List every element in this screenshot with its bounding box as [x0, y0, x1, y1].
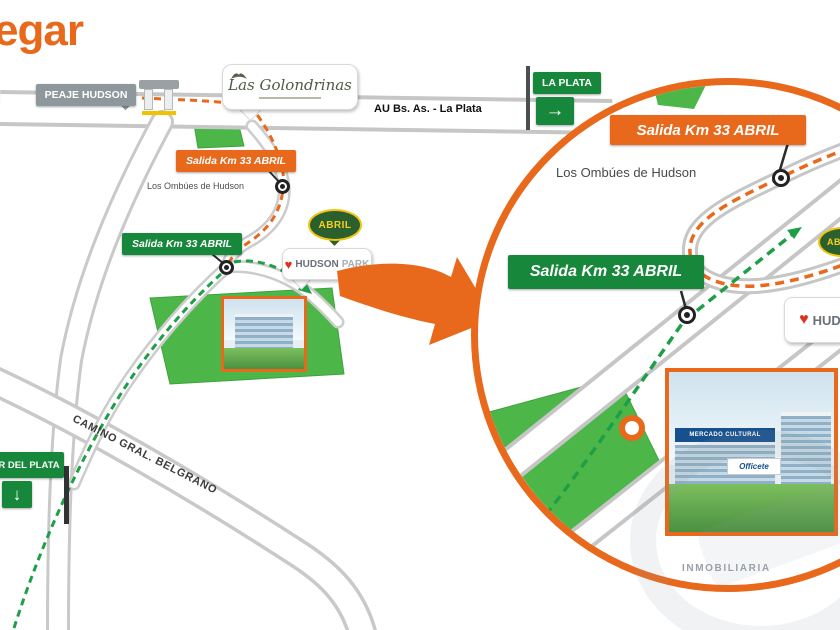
hudson-park-sign: ♥ HUDSON PARK — [282, 248, 372, 280]
building-office-sign: Officete — [727, 458, 781, 475]
toll-road — [49, 113, 171, 630]
golondrinas-sign: Las Golondrinas — [222, 64, 358, 110]
inset-ombues-label: Los Ombúes de Hudson — [556, 165, 697, 180]
inset-salida-km33-green-sign: Salida Km 33 ABRIL — [508, 255, 704, 289]
toll-barrier — [142, 111, 176, 115]
exit-marker-orange — [275, 179, 290, 194]
green-route-path-south — [12, 272, 223, 629]
inset-exit-marker-orange — [772, 169, 790, 187]
building-photo-small — [221, 296, 307, 372]
inset-green-route — [496, 231, 796, 575]
highway-label: AU Bs. As. - La Plata — [374, 103, 482, 115]
belgrano-road-casing — [0, 367, 377, 630]
down-arrow-icon: ↓ — [2, 481, 32, 508]
photo-lawn — [669, 484, 834, 532]
la-plata-sign: LA PLATA — [533, 72, 601, 94]
page-title: egar — [0, 6, 84, 55]
inset-main-road — [478, 183, 840, 508]
peaje-hudson-sign: PEAJE HUDSON — [36, 84, 136, 106]
watermark-text: INMOBILIARIA — [682, 563, 771, 574]
inset-salida-km33-orange-sign: Salida Km 33 ABRIL — [610, 115, 806, 145]
hudson-park-label-bold: HUDSON — [295, 258, 339, 270]
inset-hudson-park-label: HUD — [812, 312, 840, 328]
salida-km33-orange-sign: Salida Km 33 ABRIL — [176, 150, 296, 172]
salida-km33-green-sign: Salida Km 33 ABRIL — [122, 233, 242, 255]
toll-booth-cabin — [164, 89, 173, 110]
golondrinas-sign-subline — [259, 96, 321, 99]
abril-logo: ABRIL — [308, 209, 362, 241]
zoom-inset-circle: Salida Km 33 ABRIL Los Ombúes de Hudson … — [471, 78, 840, 592]
mar-del-plata-sign: R DEL PLATA — [0, 452, 64, 478]
hudson-park-label-light: PARK — [341, 258, 370, 270]
toll-booth-icon — [139, 80, 179, 118]
exit-marker-center — [280, 184, 285, 189]
ombues-label: Los Ombúes de Hudson — [147, 181, 245, 191]
building-photo-large: MERCADO CULTURAL Officete — [665, 368, 838, 536]
toll-road-casing — [46, 110, 174, 630]
exit-marker-center — [684, 312, 690, 318]
exit-marker-center — [224, 265, 229, 270]
inset-exit-marker-green — [678, 306, 696, 324]
toll-roof — [139, 80, 179, 89]
photo-lawn — [224, 348, 304, 369]
toll-booth-cabin — [144, 89, 153, 110]
inset-green-route-arrowhead — [787, 227, 802, 239]
heart-icon: ♥ — [799, 311, 809, 328]
inset-location-ring-marker — [619, 415, 645, 441]
photo-glass-tower — [781, 412, 831, 494]
heart-icon: ♥ — [284, 256, 293, 272]
building-banner-sign: MERCADO CULTURAL — [675, 428, 775, 442]
swallow-icon — [231, 73, 247, 79]
park-area-small — [191, 111, 245, 149]
mar-del-plata-sign-pole — [64, 466, 69, 524]
photo-glass-building — [235, 314, 293, 349]
camino-belgrano-label: CAMINO GRAL. BELGRANO — [70, 413, 219, 497]
golondrinas-sign-label: Las Golondrinas — [228, 75, 352, 94]
inset-orange-sign-connector — [777, 142, 790, 174]
exit-marker-center — [778, 175, 784, 181]
inset-hudson-park-sign: ♥ HUD — [784, 297, 840, 343]
exit-marker-green — [219, 260, 234, 275]
belgrano-road — [0, 370, 374, 630]
inset-park-area-top — [653, 85, 706, 109]
